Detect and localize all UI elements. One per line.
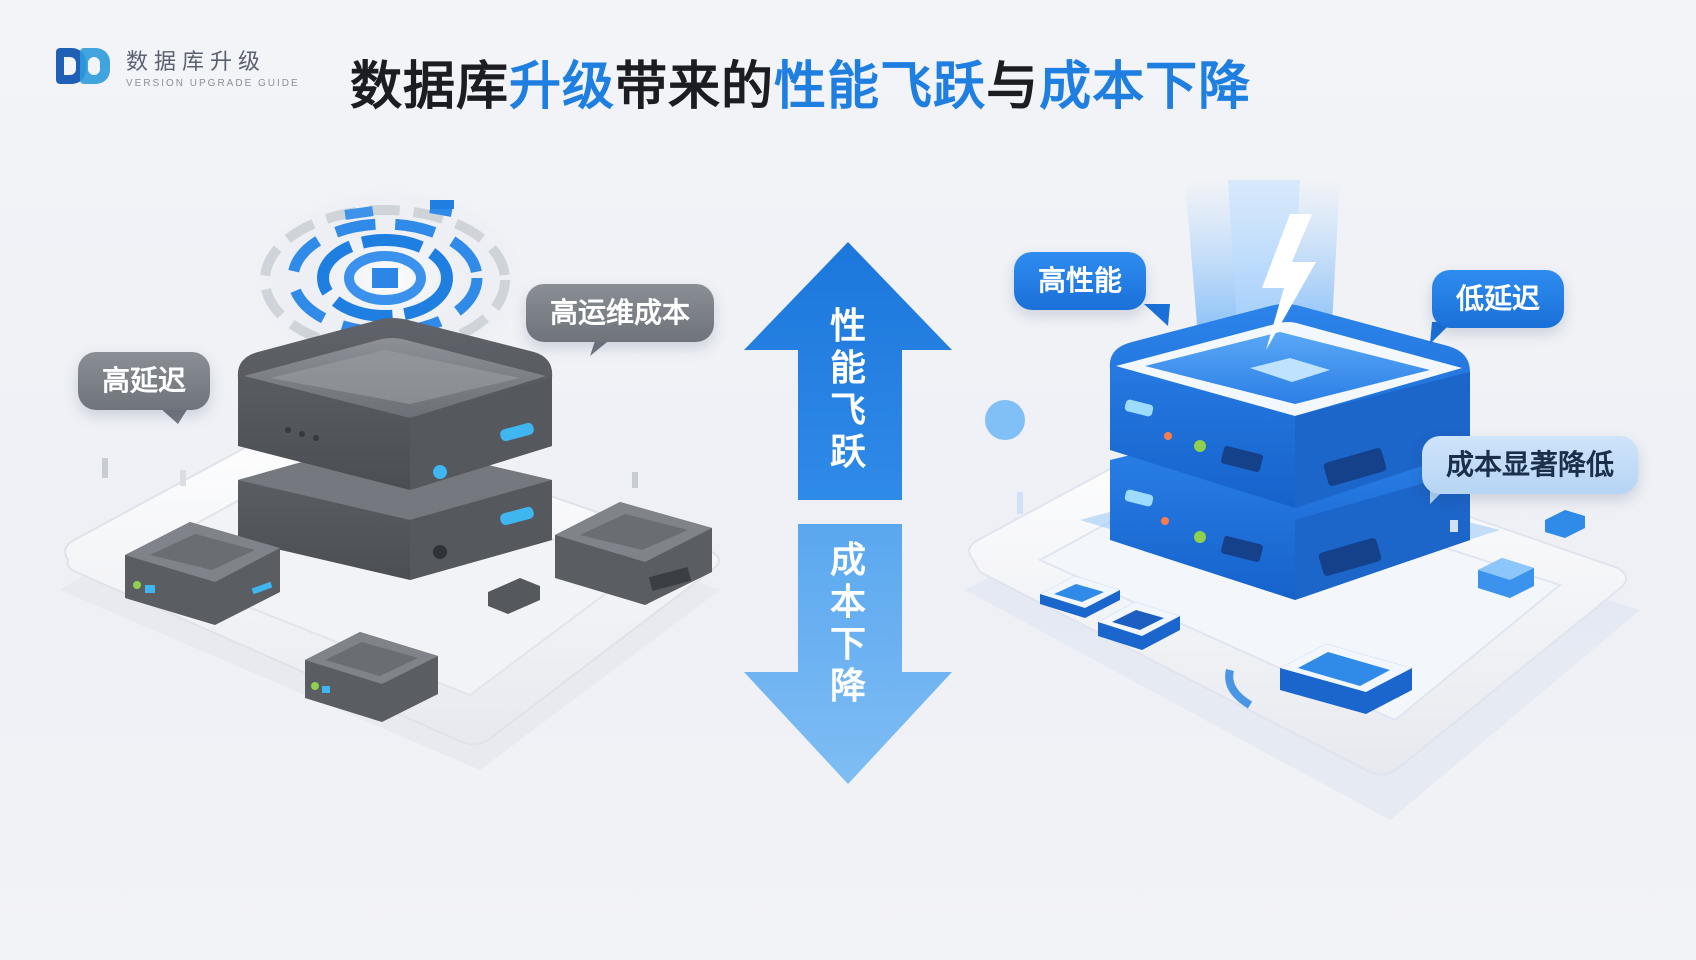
performance-up-arrow (744, 242, 952, 500)
title-part-1: 数据库 (350, 57, 510, 117)
page-title: 数据库升级带来的性能飞跃与成本下降 (350, 44, 1251, 119)
label-cost-reduction: 成本显著降低 (1422, 436, 1639, 494)
legacy-node-2 (555, 502, 712, 605)
title-part-4: 性能飞跃 (774, 57, 987, 117)
title-part-3: 带来的 (615, 57, 775, 117)
arrow-up-text: 性 能 飞 跃 (808, 306, 888, 474)
arrow-down-char: 下 (829, 624, 866, 665)
label-low-latency: 低延迟 (1432, 270, 1565, 328)
arrow-down-char: 本 (829, 582, 866, 623)
swirl-icon (250, 185, 530, 375)
lightning-icon (1262, 214, 1316, 350)
arrow-up-char: 飞 (829, 390, 866, 431)
title-part-6: 成本下降 (1039, 57, 1252, 117)
fast-node-5 (1545, 510, 1585, 538)
label-high-latency: 高延迟 (78, 352, 211, 410)
arrow-down-text: 成 本 下 降 (808, 540, 888, 708)
upgraded-server (1080, 304, 1500, 600)
title-part-5: 与 (986, 57, 1040, 117)
label-high-performance: 高性能 (1014, 252, 1147, 310)
legacy-node-1 (125, 522, 280, 625)
logo-name: 数据库升级 (126, 50, 267, 75)
arrow-down-char: 降 (829, 666, 866, 707)
title-part-2: 升级 (509, 57, 616, 117)
arrow-up-char: 性 (829, 306, 866, 347)
fast-node-2 (1098, 602, 1180, 650)
logo-subtitle: VERSION UPGRADE GUIDE (126, 78, 300, 89)
left-platform (60, 414, 720, 770)
arrow-up-char: 能 (829, 348, 866, 389)
cost-down-arrow (744, 524, 952, 784)
fast-node-4 (1478, 558, 1534, 598)
arrow-up-char: 跃 (829, 432, 866, 473)
legacy-node-3 (305, 632, 438, 722)
fast-node-1 (1040, 576, 1120, 618)
label-high-ops-cost: 高运维成本 (526, 284, 715, 342)
brand-logo: 数据库升级 VERSION UPGRADE GUIDE (56, 44, 300, 89)
arrow-down-char: 成 (829, 540, 866, 581)
legacy-node-4 (488, 578, 540, 614)
fast-node-3 (1280, 644, 1412, 714)
logo-icon (56, 46, 114, 88)
legacy-server (237, 318, 553, 580)
